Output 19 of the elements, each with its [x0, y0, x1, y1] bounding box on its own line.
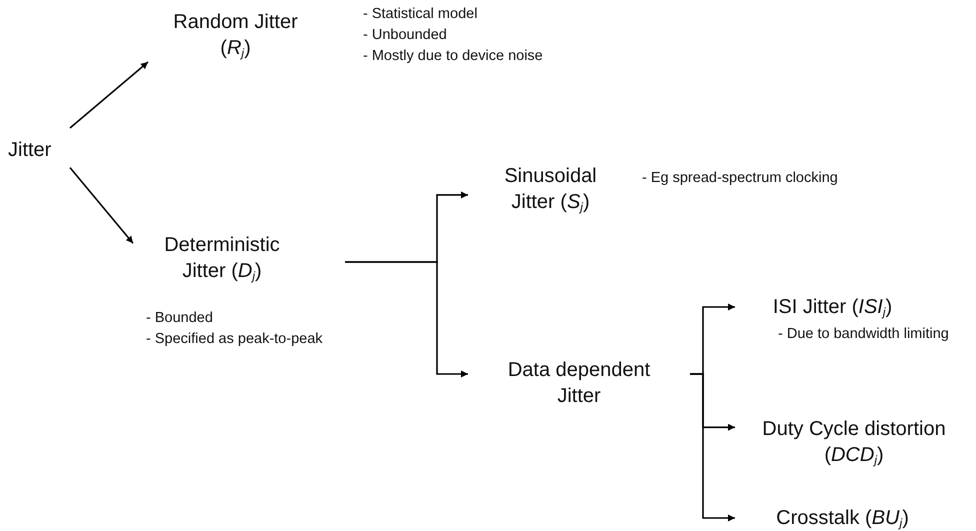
node-label: Sinusoidal Jitter (S$_{j}$) [468, 162, 633, 216]
node-label: Jitter [8, 128, 70, 172]
note-text: - Eg spread-spectrum clocking [642, 169, 838, 188]
node-label: Data dependent Jitter [468, 352, 690, 414]
note-text: - Bounded [146, 309, 214, 328]
arrow [345, 261, 468, 378]
node-label: ISI Jitter (ISI$_{j}$) [735, 292, 930, 322]
node-label: Duty Cycle distortion (DCD$_{j}$) [735, 410, 973, 474]
arrow [69, 61, 149, 129]
note-text: - Statistical model [363, 5, 478, 24]
note-text: - Specified as peak-to-peak [146, 330, 323, 350]
arrow [69, 167, 134, 244]
note-text: - Unbounded [363, 26, 448, 46]
node-label: Crosstalk (BU$_{j}$) [735, 504, 950, 531]
note-text: - Mostly due to device noise [363, 47, 543, 66]
arrow [690, 373, 735, 522]
node-label: Random Jitter (R$_{j}$) [148, 8, 323, 62]
node-label: Deterministic Jitter (D$_{j}$) [133, 226, 345, 290]
note-text: - Due to bandwidth limiting [778, 325, 949, 344]
